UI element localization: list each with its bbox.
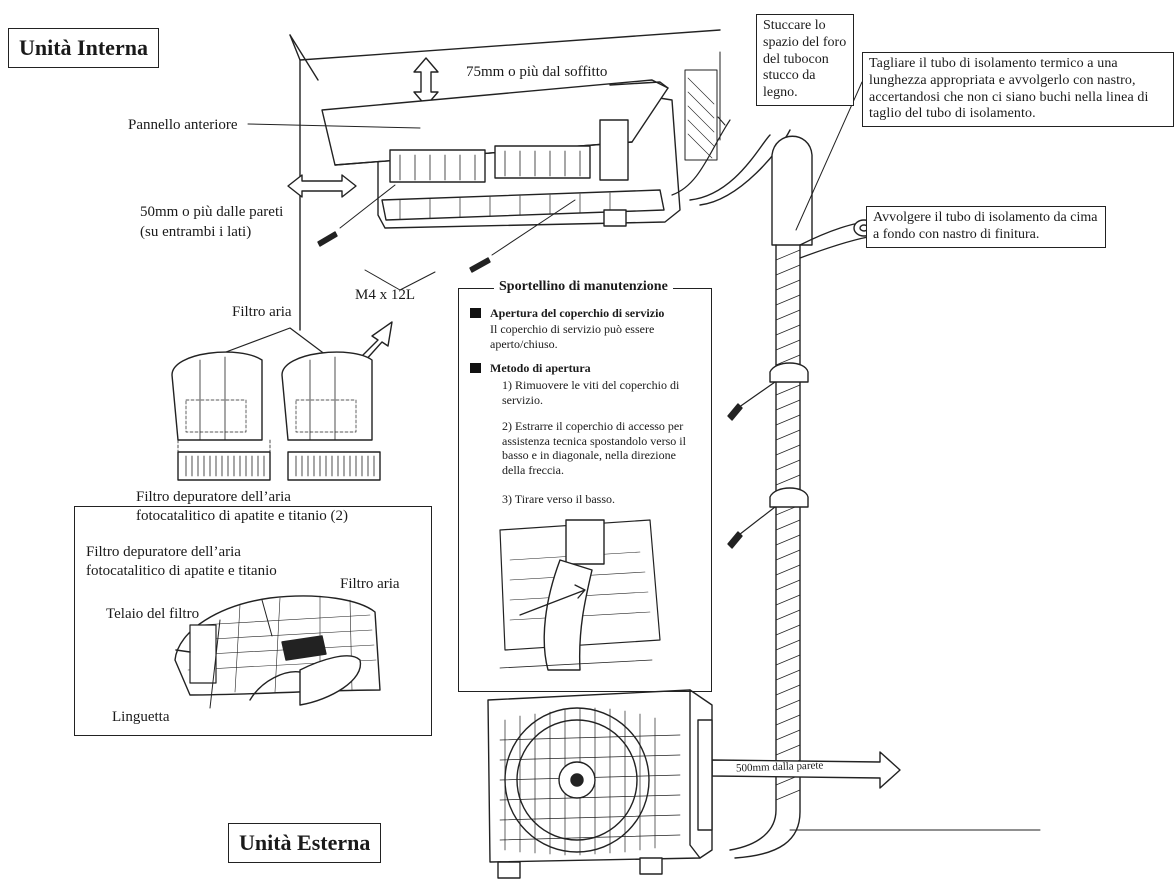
service-section2: Metodo di apertura (470, 361, 706, 376)
wrap-tape-note: Avvolgere il tubo di isolamento da cima … (866, 206, 1106, 248)
wall-clearance-arrow (287, 174, 357, 198)
ceiling-clearance-label: 75mm o più dal soffitto (466, 64, 608, 80)
outdoor-clearance-arrow (711, 751, 901, 789)
filter-panel-heading: Filtro depuratore dell’aria (132, 488, 295, 506)
putty-note: Stuccare lo spazio del foro del tubocon … (756, 14, 854, 106)
refrigerant-piping (671, 119, 1041, 859)
service-panel-heading: Sportellino di manutenzione (494, 279, 673, 295)
air-filter-top-label: Filtro aria (232, 304, 292, 320)
screws (317, 184, 576, 273)
bullet-icon (470, 363, 481, 373)
service-section2-title: Metodo di apertura (490, 361, 591, 375)
service-step2: 2) Estrarre il coperchio di accesso per … (502, 419, 686, 477)
air-filters-drawing (171, 327, 381, 481)
screw-size-label: M4 x 12L (355, 287, 415, 303)
wall-clearance-label-sides: (su entrambi i lati) (140, 224, 252, 240)
filter-panel (74, 506, 432, 736)
service-step1: 1) Rimuovere le viti del coperchio di se… (502, 378, 680, 407)
filter-frame-label: Telaio del filtro (106, 606, 200, 622)
filter-panel-heading-line2: fotocatalitico di apatite e titanio (2) (132, 507, 352, 525)
service-cover-drawing (499, 519, 661, 671)
front-panel-label: Pannello anteriore (128, 117, 238, 133)
photocatalytic-filter-label: Filtro depuratore dell’aria (86, 544, 241, 560)
indoor-unit-title: Unità Interna (8, 28, 159, 68)
leader-lines (247, 51, 886, 231)
service-section1-text: Il coperchio di servizio può essere aper… (490, 322, 655, 351)
photocatalytic-filter-label-line2: fotocatalitico di apatite e titanio (86, 563, 277, 579)
indoor-unit-drawing (321, 69, 718, 229)
service-section1-title: Apertura del coperchio di servizio (490, 306, 665, 320)
outdoor-unit-title: Unità Esterna (228, 823, 382, 863)
filter-insert-drawing (174, 595, 381, 709)
tab-label: Linguetta (112, 709, 170, 725)
bullet-icon (470, 308, 481, 318)
cut-insulation-note: Tagliare il tubo di isolamento termico a… (862, 52, 1174, 128)
service-step3: 3) Tirare verso il basso. (502, 492, 615, 506)
air-filter-inner-label: Filtro aria (340, 576, 400, 592)
service-section1: Apertura del coperchio di servizio (470, 306, 706, 321)
wall-clearance-label: 50mm o più dalle pareti (140, 204, 284, 220)
outdoor-unit-drawing (487, 689, 713, 879)
ceiling-clearance-arrow (413, 57, 439, 107)
